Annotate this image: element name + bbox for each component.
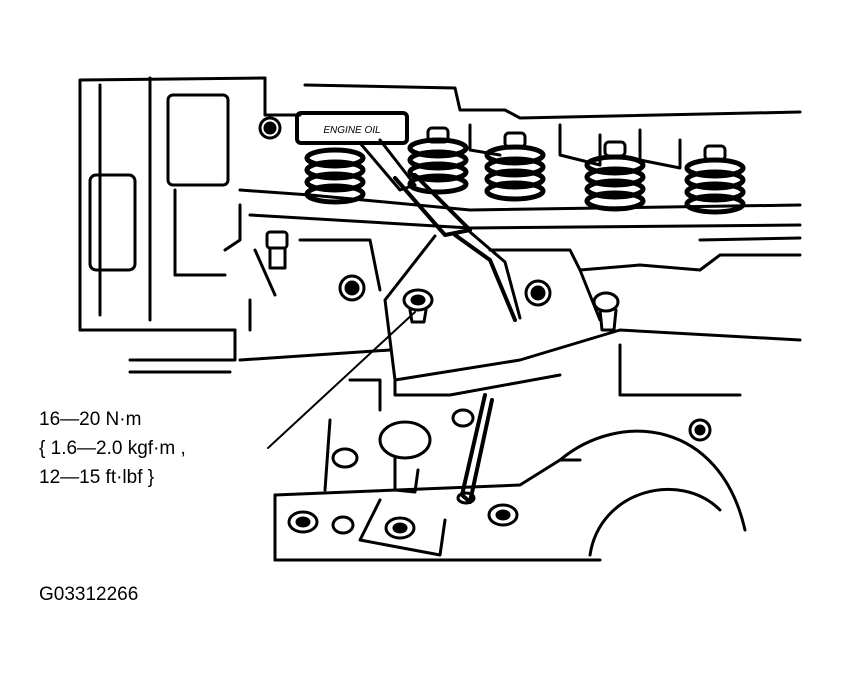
- bolt-lower-6: [451, 408, 475, 428]
- torque-leader-line: [267, 311, 416, 449]
- bolt-left-mid: [265, 230, 289, 270]
- bolt-lower-5: [331, 447, 359, 469]
- bolt-lower-2: [331, 515, 355, 535]
- bolt-torque-target: [402, 288, 434, 324]
- dipstick-label: ENGINE OIL: [323, 125, 380, 136]
- bolt-upper-left: [258, 116, 282, 140]
- valve-spring-2: [407, 126, 469, 195]
- valve-spring-3: [484, 131, 546, 202]
- bolt-lower-right: [688, 418, 712, 442]
- valve-spring-4: [584, 140, 646, 212]
- valve-springs: [304, 126, 746, 215]
- figure-code: G03312266: [39, 584, 139, 605]
- lower-cover: [273, 343, 747, 562]
- lower-manifold-outline: [128, 234, 802, 397]
- valve-spring-5: [684, 144, 746, 215]
- bolt-stud-right: [592, 291, 620, 332]
- torque-ftlbf: 12—15 ft·lbf }: [39, 467, 155, 488]
- extension-rod: [456, 393, 494, 505]
- bolt-lower-1: [287, 510, 319, 534]
- torque-nm: 16—20 N·m: [39, 409, 142, 430]
- bolts: [258, 116, 712, 540]
- bolt-mid-2: [524, 279, 552, 307]
- bolt-lower-3: [384, 516, 416, 540]
- engine-oil-applicator: ENGINE OIL: [295, 111, 522, 322]
- left-block-outline: [78, 76, 267, 332]
- torque-specification: 16—20 N·m { 1.6—2.0 kgf·m , 12—15 ft·lbf…: [39, 405, 186, 492]
- bolt-lower-4: [487, 503, 519, 527]
- bolt-mid-1: [338, 274, 366, 302]
- torque-kgfm: { 1.6—2.0 kgf·m ,: [39, 438, 186, 459]
- valve-spring-1: [304, 147, 366, 205]
